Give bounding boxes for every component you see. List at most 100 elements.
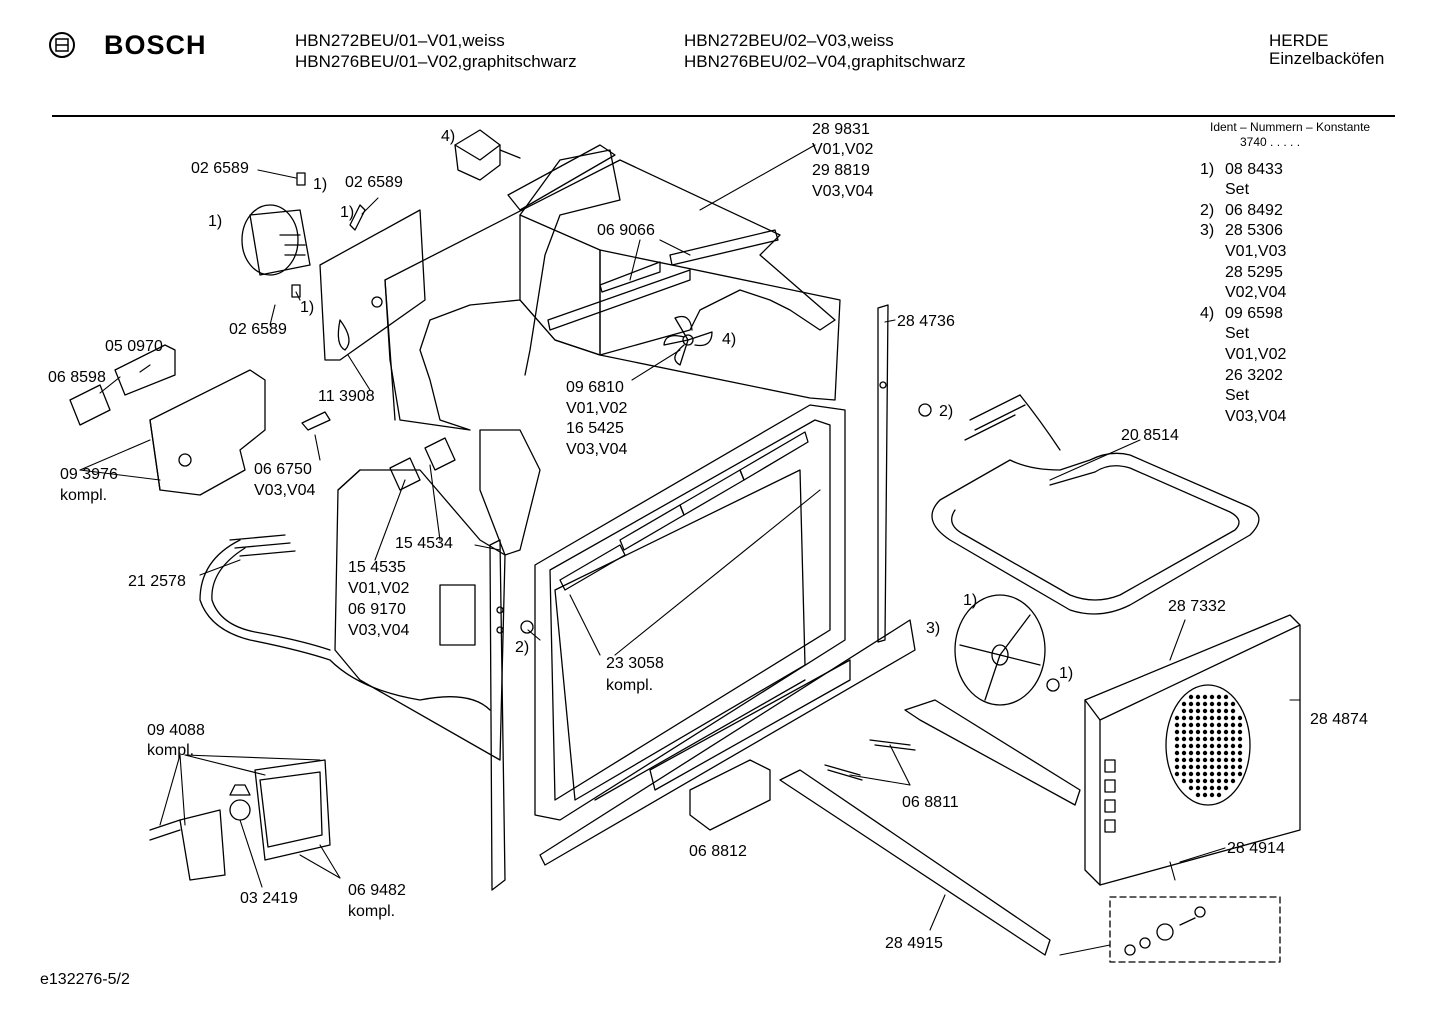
part-label: 06 9170 xyxy=(348,601,406,618)
grille-hole xyxy=(1216,743,1222,749)
grille-hole xyxy=(1216,708,1222,714)
grille-hole xyxy=(1181,764,1187,770)
grille-hole xyxy=(1181,722,1187,728)
grille-hole xyxy=(1237,715,1243,721)
grille-hole xyxy=(1209,757,1215,763)
grille-hole xyxy=(1195,778,1201,784)
legend-line: 08 8433 xyxy=(1225,161,1283,178)
grille-hole xyxy=(1181,771,1187,777)
grille-hole xyxy=(1230,764,1236,770)
marker-label: 1) xyxy=(1059,665,1074,682)
legend-num-2: 2) xyxy=(1200,202,1215,219)
grille-hole xyxy=(1195,722,1201,728)
grille-hole xyxy=(1223,694,1229,700)
grille-hole xyxy=(1195,708,1201,714)
ident-title: Ident – Nummern – Konstante xyxy=(1210,120,1371,134)
grille-hole xyxy=(1209,715,1215,721)
variant-label: V03,V04 xyxy=(566,441,628,458)
legend-line: 26 3202 xyxy=(1225,367,1283,384)
grille-hole xyxy=(1174,715,1180,721)
fan-motor xyxy=(241,172,366,298)
grille-hole xyxy=(1202,785,1208,791)
nut-part xyxy=(1046,678,1060,692)
grille-hole xyxy=(1181,757,1187,763)
grille-hole xyxy=(1202,764,1208,770)
grille-hole xyxy=(1237,764,1243,770)
grille-hole xyxy=(1195,792,1201,798)
grille-hole xyxy=(1188,743,1194,749)
grille-hole xyxy=(1195,764,1201,770)
thermostats xyxy=(301,411,456,491)
grille-hole xyxy=(1188,778,1194,784)
variant-label: V03,V04 xyxy=(348,622,410,639)
part-label: 23 3058 xyxy=(606,655,664,672)
part-label: 15 4534 xyxy=(395,535,453,552)
part-label: 28 7332 xyxy=(1168,598,1226,615)
grille-hole xyxy=(1188,750,1194,756)
part-label: 03 2419 xyxy=(240,890,298,907)
grille-hole xyxy=(1181,708,1187,714)
grille-hole xyxy=(1195,757,1201,763)
part-label: 06 6750 xyxy=(254,461,312,478)
grille-hole xyxy=(1209,722,1215,728)
grille-hole xyxy=(1216,694,1222,700)
grille-hole xyxy=(1202,715,1208,721)
grille-hole xyxy=(1237,771,1243,777)
grille-hole xyxy=(1209,771,1215,777)
grille-hole xyxy=(1237,722,1243,728)
grille-hole xyxy=(1202,736,1208,742)
kompl-label: kompl. xyxy=(147,742,195,759)
variant-label: V01,V02 xyxy=(348,580,410,597)
front-frame xyxy=(534,404,846,821)
grille-hole xyxy=(1209,792,1215,798)
grille-hole xyxy=(1216,778,1222,784)
rear-cover xyxy=(1084,614,1301,886)
grille-hole xyxy=(1202,729,1208,735)
grille-hole xyxy=(1209,701,1215,707)
door-rail xyxy=(539,619,916,866)
grille-hole xyxy=(1230,771,1236,777)
grille-hole xyxy=(1237,757,1243,763)
part-label: 06 8811 xyxy=(902,794,959,811)
grille-hole xyxy=(1188,708,1194,714)
grille-hole xyxy=(1216,729,1222,735)
top-heating-element xyxy=(931,394,1260,615)
part-label: 28 9831 xyxy=(812,121,870,138)
grille-hole xyxy=(1174,743,1180,749)
grille-hole xyxy=(1237,736,1243,742)
part-label: 02 6589 xyxy=(229,321,287,338)
brand-name: BOSCH xyxy=(104,30,207,60)
grille-hole xyxy=(1223,785,1229,791)
legend-line: Set xyxy=(1225,325,1250,342)
kompl-label: kompl. xyxy=(606,677,654,694)
grille-hole xyxy=(1174,771,1180,777)
grille-hole xyxy=(1188,785,1194,791)
grille-hole xyxy=(1202,771,1208,777)
grille-hole xyxy=(1188,729,1194,735)
grille-hole xyxy=(1181,736,1187,742)
bosch-armature-icon xyxy=(49,32,75,58)
legend-line: V01,V02 xyxy=(1225,346,1287,363)
part-label: 28 4736 xyxy=(897,313,955,330)
marker-label: 1) xyxy=(340,204,355,221)
grille-hole xyxy=(1216,785,1222,791)
legend-num-1: 1) xyxy=(1200,161,1215,178)
marker-label: 1) xyxy=(208,213,223,230)
control-panel xyxy=(69,344,266,496)
grille-hole xyxy=(1195,715,1201,721)
grille-hole xyxy=(1195,785,1201,791)
part-label: 05 0970 xyxy=(105,338,163,355)
category-1: HERDE xyxy=(1269,31,1329,50)
grille-hole xyxy=(1230,708,1236,714)
grille-hole xyxy=(1209,750,1215,756)
part-label: 02 6589 xyxy=(191,160,249,177)
rear-heating-element xyxy=(199,534,491,711)
grille-hole xyxy=(1230,743,1236,749)
grille-hole xyxy=(1216,792,1222,798)
leader-lines xyxy=(79,144,1301,956)
plug-part xyxy=(918,403,932,417)
grille-hole xyxy=(1216,764,1222,770)
grille-hole xyxy=(1195,701,1201,707)
grille-hole xyxy=(1181,729,1187,735)
grille-hole xyxy=(1223,736,1229,742)
